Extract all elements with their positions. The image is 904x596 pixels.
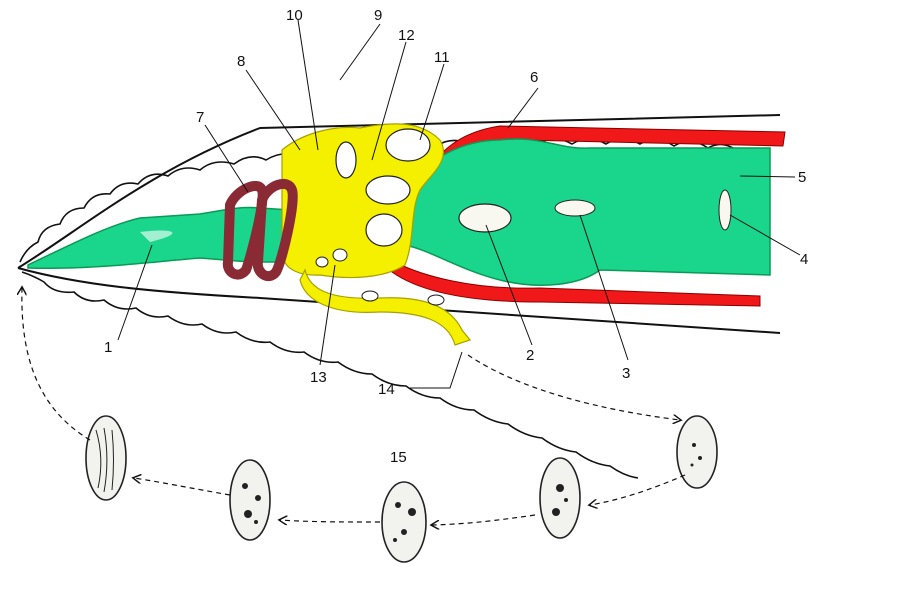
- muscular-rings: [222, 178, 298, 282]
- label-12: 12: [398, 27, 415, 44]
- label-8: 8: [237, 53, 245, 70]
- label-15: 15: [390, 449, 407, 466]
- label-14: 14: [378, 381, 395, 398]
- label-11: 11: [434, 49, 450, 66]
- lifecycle-egg-3: [381, 481, 427, 563]
- lifecycle-egg-5: [85, 415, 127, 501]
- label-2: 2: [526, 347, 534, 364]
- lifecycle-egg-2: [539, 457, 581, 539]
- label-10: 10: [286, 7, 303, 24]
- leader-lines: [117, 19, 801, 389]
- label-3: 3: [622, 365, 630, 382]
- label-7: 7: [196, 109, 204, 126]
- lifecycle-egg-1: [676, 415, 718, 489]
- label-13: 13: [310, 369, 327, 386]
- label-5: 5: [798, 169, 806, 186]
- lifecycle-egg-4: [229, 459, 271, 541]
- reproductive-organs: [281, 123, 472, 346]
- label-9: 9: [374, 7, 382, 24]
- label-1: 1: [104, 339, 112, 356]
- label-4: 4: [800, 251, 808, 268]
- label-6: 6: [530, 69, 538, 86]
- lifecycle-arrows: [22, 288, 686, 525]
- internal-eggs: [315, 128, 732, 306]
